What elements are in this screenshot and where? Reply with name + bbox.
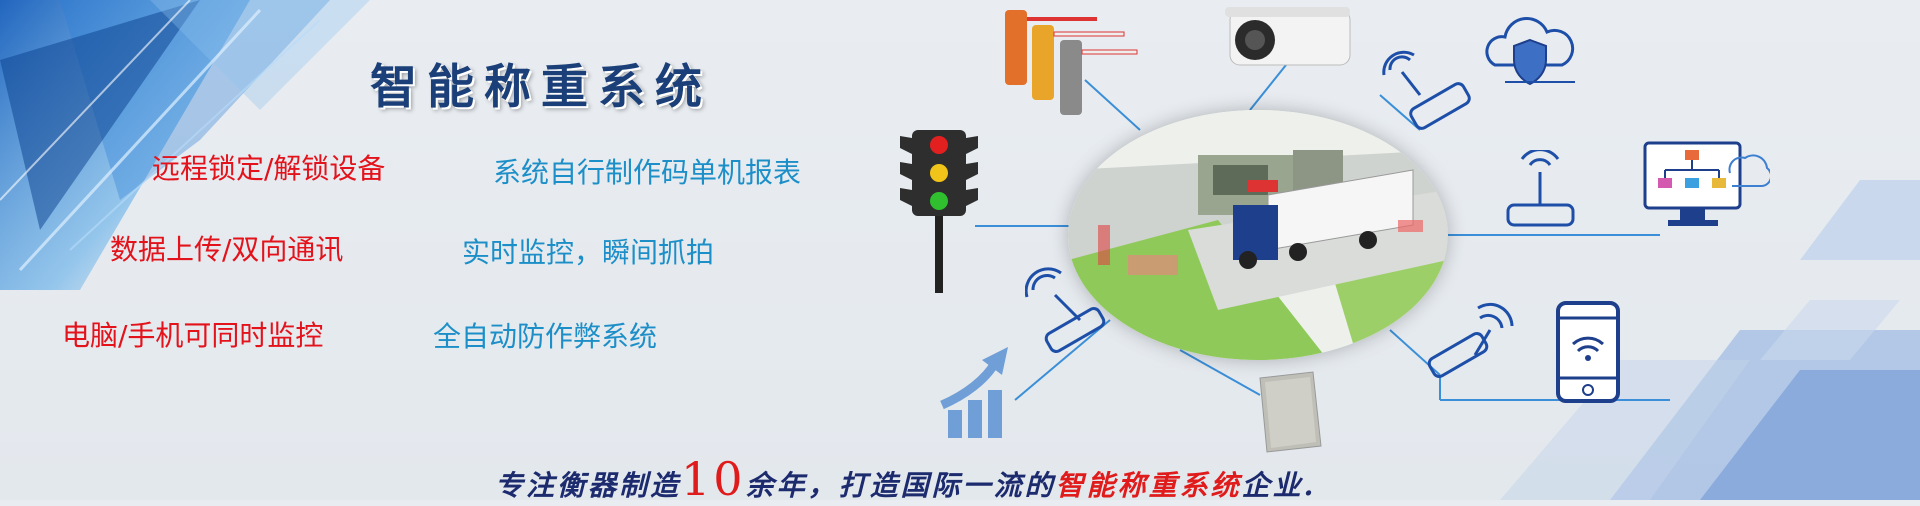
blue-block-decoration bbox=[1500, 180, 1920, 500]
feature-report: 系统自行制作码单机报表 bbox=[493, 156, 802, 189]
slogan: 专注衡器制造10余年，打造国际一流的智能称重系统企业. bbox=[495, 452, 1316, 506]
camera-icon bbox=[1225, 7, 1351, 66]
barrier-gate-icon bbox=[1005, 10, 1138, 115]
router-icon bbox=[1382, 50, 1471, 130]
blue-streak-decoration bbox=[0, 0, 370, 290]
slogan-part: 专注衡器制造 bbox=[495, 469, 682, 502]
feature-live-monitor: 实时监控，瞬间抓拍 bbox=[462, 236, 715, 269]
smartphone-wifi-icon bbox=[1556, 301, 1620, 403]
page-title: 智能称重系统 bbox=[370, 60, 712, 115]
slogan-years: 10 bbox=[681, 452, 746, 506]
router-icon bbox=[1025, 267, 1106, 353]
feature-data-upload: 数据上传/双向通讯 bbox=[110, 233, 344, 266]
monitor-flowchart-icon bbox=[1643, 141, 1770, 226]
slogan-part: 余年，打造国际一流的 bbox=[745, 469, 1056, 502]
growth-chart-icon bbox=[940, 347, 1008, 438]
feature-remote-lock: 远程锁定/解锁设备 bbox=[152, 152, 386, 185]
router-icon bbox=[1506, 150, 1575, 227]
card-reader-icon bbox=[1259, 371, 1322, 453]
router-icon bbox=[1427, 302, 1514, 378]
feature-anti-cheat: 全自动防作弊系统 bbox=[433, 320, 658, 353]
weighbridge-scene-icon bbox=[1068, 110, 1448, 360]
feature-dual-monitor: 电脑/手机可同时监控 bbox=[62, 319, 324, 352]
slogan-highlight: 智能称重系统 bbox=[1055, 469, 1242, 502]
cloud-security-icon bbox=[1485, 17, 1575, 86]
slogan-part: 企业. bbox=[1241, 469, 1317, 502]
traffic-light-icon bbox=[900, 130, 978, 293]
